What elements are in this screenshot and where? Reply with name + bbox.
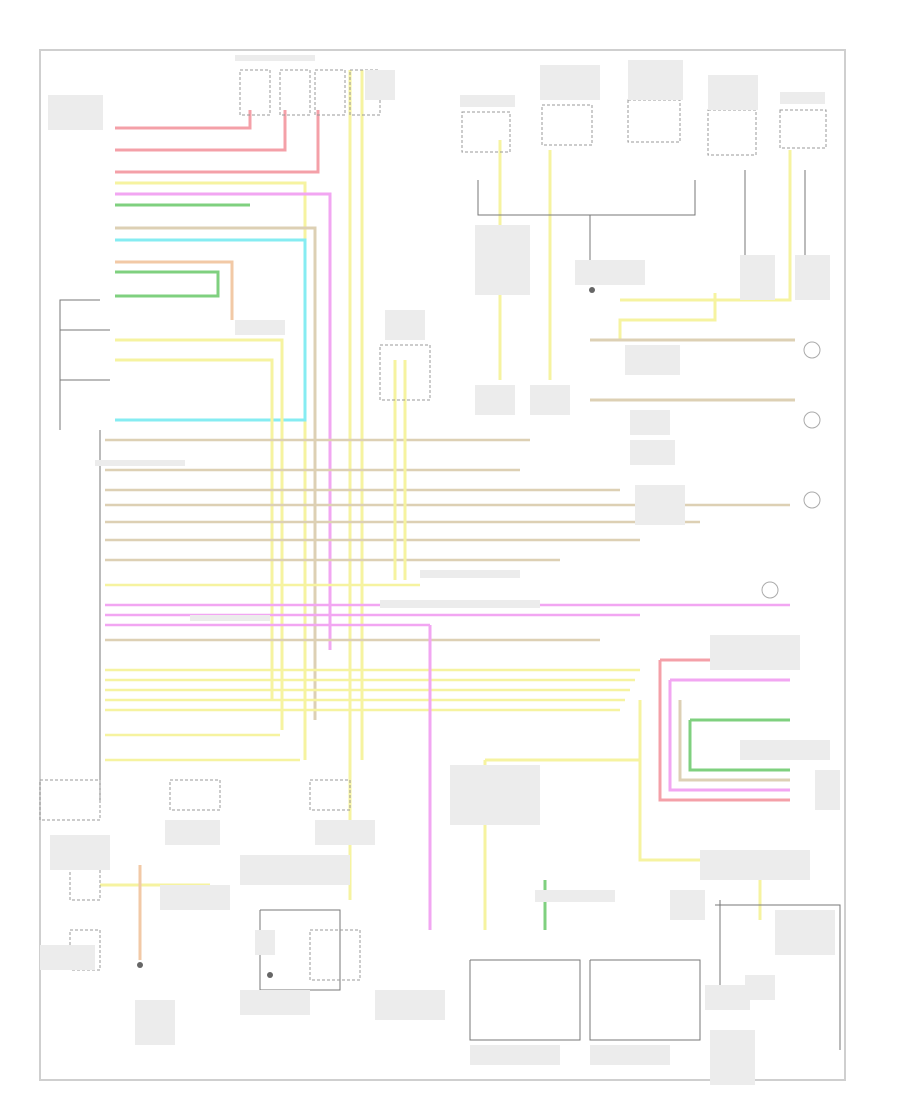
label-text-placeholder bbox=[775, 910, 835, 955]
wire-orange bbox=[115, 260, 234, 320]
wire-green bbox=[115, 270, 220, 298]
wire-red bbox=[115, 110, 287, 152]
label-text-placeholder bbox=[460, 95, 515, 107]
label-text-placeholder bbox=[420, 570, 520, 578]
label-text-placeholder bbox=[40, 945, 95, 970]
label-text-placeholder bbox=[235, 320, 285, 335]
circuit-line bbox=[589, 959, 701, 1041]
label-text-placeholder bbox=[165, 820, 220, 845]
label-text-placeholder bbox=[50, 835, 110, 870]
wire-cyan bbox=[115, 238, 307, 422]
label-text-placeholder bbox=[740, 740, 830, 760]
ground-icon bbox=[137, 962, 143, 968]
component-box bbox=[541, 104, 593, 146]
label-text-placeholder bbox=[780, 92, 825, 104]
circuit-line bbox=[469, 959, 581, 1041]
label-text-placeholder bbox=[635, 485, 685, 525]
label-text-placeholder bbox=[708, 75, 758, 110]
ground-icon bbox=[267, 972, 273, 978]
label-text-placeholder bbox=[375, 990, 445, 1020]
label-text-placeholder bbox=[590, 1045, 670, 1065]
label-text-placeholder bbox=[535, 890, 615, 902]
label-text-placeholder bbox=[795, 255, 830, 300]
label-text-placeholder bbox=[630, 410, 670, 435]
label-text-placeholder bbox=[470, 1045, 560, 1065]
labels-group bbox=[40, 55, 840, 1085]
label-text-placeholder bbox=[700, 850, 810, 880]
label-text-placeholder bbox=[575, 260, 645, 285]
component-box bbox=[309, 929, 361, 981]
component-box bbox=[239, 69, 271, 116]
label-text-placeholder bbox=[625, 345, 680, 375]
component-box bbox=[169, 779, 221, 811]
wire-pink bbox=[668, 680, 790, 792]
wire-red bbox=[658, 660, 790, 802]
wire-tan bbox=[678, 700, 790, 782]
wire-yellow bbox=[115, 338, 284, 730]
component-box bbox=[309, 779, 351, 811]
component-box bbox=[39, 779, 101, 821]
label-text-placeholder bbox=[48, 95, 103, 130]
label-text-placeholder bbox=[670, 890, 705, 920]
wire-yellow bbox=[115, 358, 274, 700]
circuit-line bbox=[477, 180, 696, 216]
label-text-placeholder bbox=[365, 70, 395, 100]
label-text-placeholder bbox=[710, 1030, 755, 1085]
component-box bbox=[279, 69, 311, 116]
label-text-placeholder bbox=[540, 65, 600, 100]
label-text-placeholder bbox=[710, 635, 800, 670]
wires-group bbox=[100, 70, 795, 960]
bulb-icon bbox=[803, 341, 821, 359]
label-text-placeholder bbox=[255, 930, 275, 955]
label-text-placeholder bbox=[380, 600, 540, 608]
label-text-placeholder bbox=[235, 55, 315, 61]
label-text-placeholder bbox=[240, 855, 350, 885]
label-text-placeholder bbox=[160, 885, 230, 910]
circuit-line bbox=[715, 904, 841, 1050]
label-text-placeholder bbox=[705, 985, 750, 1010]
label-text-placeholder bbox=[95, 460, 185, 466]
label-text-placeholder bbox=[630, 440, 675, 465]
component-box bbox=[779, 109, 827, 149]
component-box bbox=[314, 69, 346, 116]
label-text-placeholder bbox=[135, 1000, 175, 1045]
component-box bbox=[461, 111, 511, 153]
label-text-placeholder bbox=[815, 770, 840, 810]
wire-red bbox=[115, 110, 320, 174]
wire-yellow bbox=[115, 181, 307, 760]
label-text-placeholder bbox=[475, 225, 530, 295]
label-text-placeholder bbox=[385, 310, 425, 340]
label-text-placeholder bbox=[315, 820, 375, 845]
bulb-icon bbox=[803, 491, 821, 509]
circuit-line bbox=[259, 909, 341, 991]
wire-green bbox=[688, 720, 790, 772]
label-text-placeholder bbox=[475, 385, 515, 415]
component-box bbox=[379, 344, 431, 401]
label-text-placeholder bbox=[240, 990, 310, 1015]
label-text-placeholder bbox=[530, 385, 570, 415]
label-text-placeholder bbox=[740, 255, 775, 300]
label-text-placeholder bbox=[450, 765, 540, 825]
label-text-placeholder bbox=[190, 615, 270, 621]
bulb-icon bbox=[761, 581, 779, 599]
wire-yellow bbox=[618, 293, 717, 340]
label-text-placeholder bbox=[628, 60, 683, 100]
circuit-line bbox=[59, 299, 100, 430]
wire-tan bbox=[115, 226, 317, 720]
ground-icon bbox=[589, 287, 595, 293]
wire-pink bbox=[115, 192, 332, 650]
component-box bbox=[707, 109, 757, 156]
wire-red bbox=[115, 110, 252, 130]
wire-yellow bbox=[620, 150, 792, 302]
bulb-icon bbox=[803, 411, 821, 429]
